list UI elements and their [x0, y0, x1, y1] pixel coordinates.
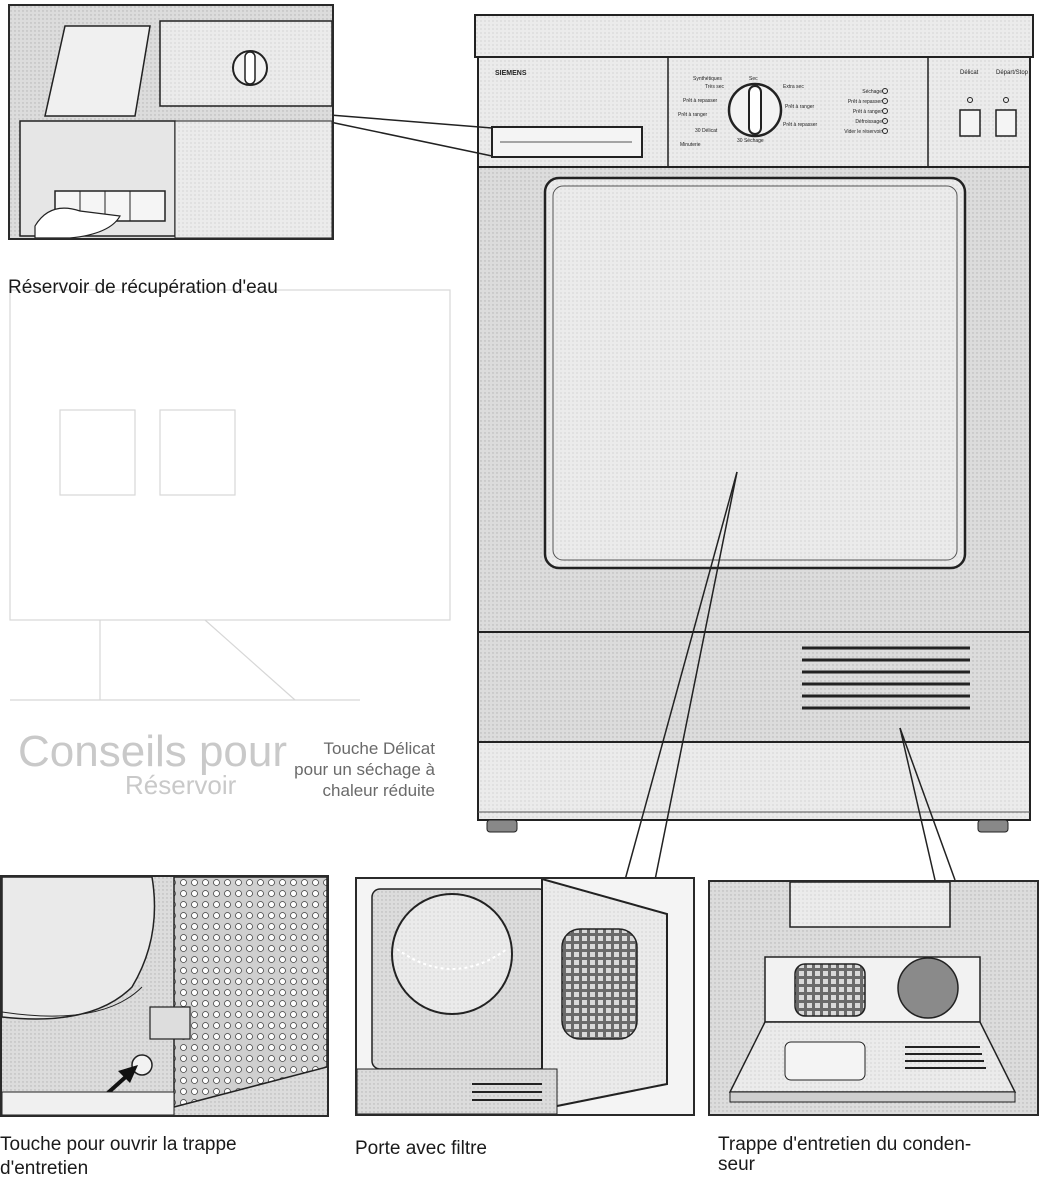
bleed-line: chaleur réduite — [322, 781, 435, 800]
dial-label: Minuterie — [680, 142, 701, 148]
dial-label: Synthétiques — [693, 76, 722, 82]
caption-door-filter: Porte avec filtre — [355, 1138, 487, 1159]
caption-hatch-key: Touche pour ouvrir la trappe d'entretien — [0, 1133, 237, 1181]
caption-water-tank: Réservoir de récupération d'eau — [8, 277, 278, 298]
dial-label: Prêt à ranger — [678, 112, 708, 118]
caption-condenser-hatch: Trappe d'entretien du conden- seur — [718, 1133, 971, 1177]
button-label-start: Départ/Stop — [996, 70, 1029, 76]
brand-label: SIEMENS — [495, 70, 527, 77]
dial-label: Sec — [749, 76, 758, 82]
door-filter-drawing — [357, 879, 693, 1114]
caption-line: Touche pour ouvrir la trappe — [0, 1134, 237, 1155]
indicator-label: Défroissage — [855, 119, 882, 125]
inset-hatch-key — [0, 875, 329, 1117]
indicator-label-group: Séchage Prêt à repasser Prêt à ranger Dé… — [836, 87, 882, 137]
button-label-delicat: Délicat — [960, 70, 979, 76]
caption-line: d'entretien — [0, 1158, 89, 1179]
bleed-caption: Touche Délicat pour un séchage à chaleur… — [250, 738, 435, 801]
caption-line: Trappe d'entretien du conden- — [718, 1134, 972, 1155]
dial-label: 30 Délicat — [695, 128, 718, 134]
dial-label-group: Synthétiques Très sec Sec Extra sec Prêt… — [675, 76, 835, 156]
dial-label: Prêt à repasser — [783, 122, 818, 128]
indicator-label: Séchage — [862, 89, 882, 95]
indicator-label: Prêt à ranger — [852, 109, 882, 115]
dial-label: Extra sec — [783, 84, 804, 90]
caption-line: seur — [718, 1154, 755, 1175]
inset-condenser-hatch — [708, 880, 1039, 1116]
dial-label: Très sec — [705, 84, 724, 90]
ghost-heading: Conseils pour — [18, 727, 288, 776]
bleed-line: Touche Délicat — [323, 739, 435, 758]
inset-door-filter — [355, 877, 695, 1116]
indicator-label: Prêt à repasser — [847, 99, 882, 105]
dial-label: Prêt à repasser — [683, 98, 718, 104]
inset-water-tank — [8, 4, 334, 240]
ghost-heading-2: Réservoir — [125, 770, 237, 800]
leader-lines — [329, 114, 956, 881]
dial-label: Prêt à ranger — [785, 104, 815, 110]
indicator-label: Vider le réservoir — [844, 129, 882, 135]
dryer — [474, 14, 1034, 833]
water-tank-drawing — [10, 6, 332, 238]
dial-label: 30 Séchage — [737, 138, 764, 144]
hatch-key-drawing — [2, 877, 327, 1115]
condenser-hatch-drawing — [710, 882, 1037, 1114]
ghost-drawing — [9, 289, 451, 701]
dial-labels: SIEMENS — [495, 70, 527, 77]
bleed-line: pour un séchage à — [294, 760, 435, 779]
